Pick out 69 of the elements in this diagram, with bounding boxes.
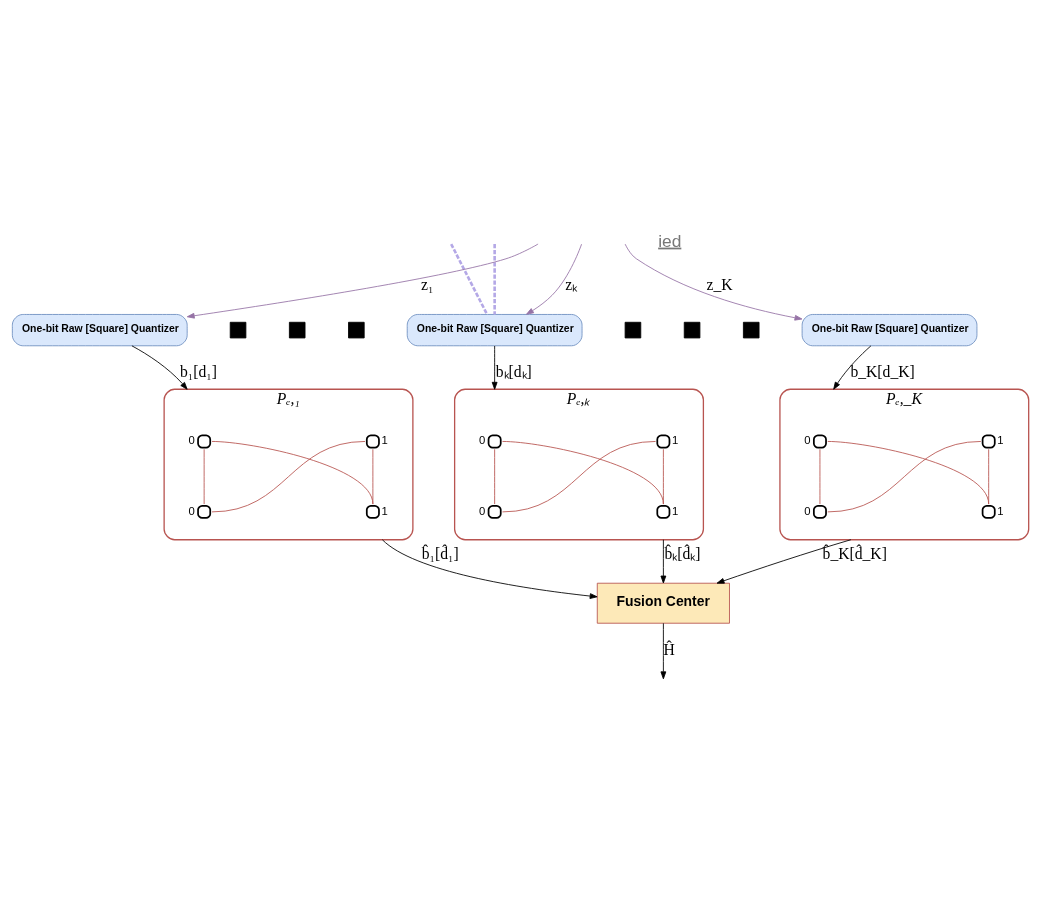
node-box: One-bit Raw [Square] Quantizer xyxy=(11,313,188,346)
node-box xyxy=(742,321,760,338)
edge-label: zₖ xyxy=(565,275,578,293)
arrow xyxy=(131,344,188,390)
node-box: Fusion Center xyxy=(596,582,730,624)
edge-label: bₖ[dₖ] xyxy=(495,362,532,380)
arrow xyxy=(624,243,803,321)
node-circle xyxy=(365,434,380,448)
edge-label: b_K[d_K] xyxy=(850,362,915,380)
connector xyxy=(827,440,982,512)
connector xyxy=(494,448,496,504)
node-box: One-bit Raw [Square] Quantizer xyxy=(801,313,978,346)
connector xyxy=(372,448,374,504)
node-label: 1 xyxy=(672,433,679,446)
connector xyxy=(203,448,205,504)
node-circle xyxy=(487,504,502,519)
connector xyxy=(211,440,366,512)
node-box xyxy=(229,321,247,338)
edge-label: b₁[d₁] xyxy=(180,362,217,380)
connector xyxy=(502,440,664,504)
node-circle xyxy=(656,504,671,519)
node-label: 0 xyxy=(478,504,486,517)
node-circle xyxy=(487,434,502,448)
node-circle xyxy=(981,434,996,448)
node-circle xyxy=(656,434,671,448)
node-label: 0 xyxy=(188,504,195,517)
node-label: 0 xyxy=(188,433,195,446)
node-circle xyxy=(197,504,212,519)
node-label: 1 xyxy=(997,433,1004,446)
edge-label: z₁ xyxy=(421,275,434,293)
connector xyxy=(819,448,821,504)
node-circle xyxy=(365,504,380,519)
node-label: 0 xyxy=(804,433,811,446)
node-box xyxy=(683,321,701,338)
node-label: 1 xyxy=(997,504,1004,517)
connector xyxy=(988,448,990,504)
arrow xyxy=(186,243,539,319)
node-circle xyxy=(813,434,827,448)
node-circle xyxy=(813,504,827,519)
arrow xyxy=(833,344,872,390)
node-box xyxy=(348,321,365,338)
node-box xyxy=(288,321,306,338)
node-label: 1 xyxy=(381,433,388,446)
edge-label: b̂ₖ[d̂ₖ] xyxy=(664,544,701,562)
node-box xyxy=(624,321,642,338)
arrow xyxy=(660,622,667,679)
label: ied xyxy=(658,230,682,251)
arrow xyxy=(381,538,598,599)
arrow xyxy=(716,538,852,584)
connector xyxy=(450,242,489,315)
connector xyxy=(827,440,990,504)
node-label: 1 xyxy=(381,504,388,517)
node-label: 0 xyxy=(804,504,811,517)
arrow xyxy=(526,243,583,315)
connector xyxy=(662,448,664,504)
arrow xyxy=(660,538,667,583)
connector xyxy=(502,440,656,512)
edge-label: b̂_K[d̂_K] xyxy=(822,544,887,562)
edge-label: z_K xyxy=(706,275,733,293)
arrow xyxy=(491,345,498,390)
node-label: 1 xyxy=(672,504,679,517)
edge-label: b̂₁[d̂₁] xyxy=(421,544,459,562)
connector xyxy=(211,440,374,504)
connector xyxy=(493,243,496,314)
node-circle xyxy=(197,434,212,448)
edge-label: Ĥ xyxy=(663,640,675,658)
node-box: One-bit Raw [Square] Quantizer xyxy=(406,313,583,346)
node-circle xyxy=(981,504,996,519)
node-label: 0 xyxy=(478,433,486,446)
